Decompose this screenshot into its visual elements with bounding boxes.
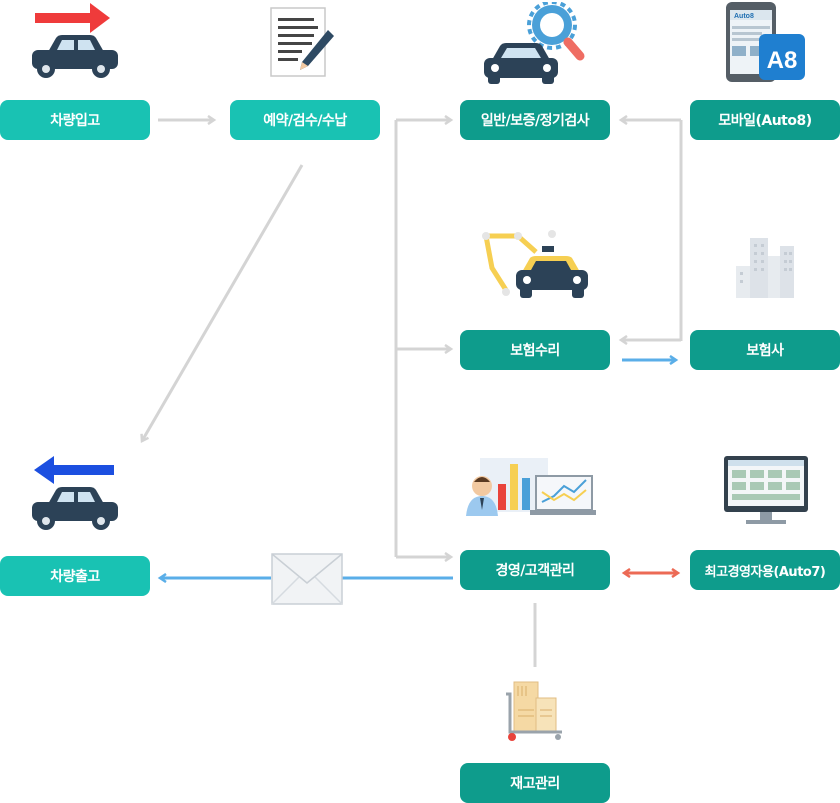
monitor-icon — [724, 456, 808, 524]
node-inventory-label: 재고관리 — [510, 776, 560, 792]
phone-brand-text: Auto8 — [734, 13, 754, 20]
mobile-phone-icon: Auto8 A8 — [726, 2, 805, 82]
office-building-icon — [736, 238, 794, 298]
node-executive-label: 최고경영자용(Auto7) — [704, 564, 826, 580]
node-reservation: 예약/검수/수납 — [230, 100, 380, 140]
node-insurer-label: 보험사 — [746, 343, 784, 359]
node-insurance-repair: 보험수리 — [460, 330, 610, 370]
node-general-inspection: 일반/보증/정기검사 — [460, 100, 610, 140]
node-management-label: 경영/고객관리 — [495, 563, 575, 579]
node-vehicle-out: 차량출고 — [0, 556, 150, 596]
node-mobile: 모바일(Auto8) — [690, 100, 840, 140]
car-repair-icon — [482, 230, 588, 298]
document-pen-icon — [270, 7, 334, 77]
envelope-icon — [271, 553, 343, 605]
node-vehicle-in-label: 차량입고 — [50, 113, 100, 129]
node-vehicle-out-label: 차량출고 — [50, 569, 100, 585]
node-inventory: 재고관리 — [460, 763, 610, 803]
car-entering-icon — [32, 3, 118, 78]
business-chart-icon — [466, 458, 596, 516]
node-mobile-label: 모바일(Auto8) — [718, 113, 812, 129]
inventory-cart-icon — [506, 681, 562, 741]
node-vehicle-in: 차량입고 — [0, 100, 150, 140]
node-insurer: 보험사 — [690, 330, 840, 370]
node-executive: 최고경영자용(Auto7) — [690, 550, 840, 590]
node-reservation-label: 예약/검수/수납 — [263, 113, 347, 129]
car-inspection-icon — [484, 2, 585, 84]
edge-reservation-to-out — [142, 164, 304, 441]
node-management: 경영/고객관리 — [460, 550, 610, 590]
node-insurance-repair-label: 보험수리 — [510, 343, 560, 359]
car-leaving-icon — [32, 456, 118, 530]
phone-badge-text: A8 — [767, 47, 798, 74]
node-general-inspection-label: 일반/보증/정기검사 — [480, 113, 590, 129]
